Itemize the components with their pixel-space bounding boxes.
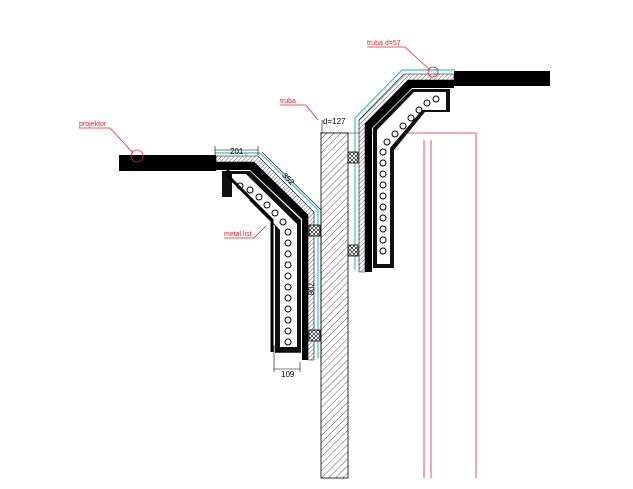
left-lattice-circles: [236, 182, 292, 346]
dim-708: 708: [306, 282, 315, 296]
dim-d127: d=127: [323, 117, 346, 126]
left-clamp-upper: [308, 224, 321, 237]
label-metal-list: metal list: [224, 231, 252, 238]
label-truba: truba: [280, 98, 296, 105]
right-bracket: [347, 69, 550, 273]
right-projector-arm: [454, 71, 550, 86]
right-clamp-upper: [347, 151, 359, 164]
dim-201: 201: [230, 147, 244, 156]
right-clamp-lower: [347, 244, 359, 257]
dim-109: 109: [281, 370, 295, 379]
label-projektor: projektor: [79, 121, 107, 128]
label-truba-d57: truba d=57: [367, 40, 401, 47]
left-clamp-lower: [308, 329, 321, 342]
annotation-leaders: [79, 46, 439, 239]
left-projector-arm: [119, 155, 216, 171]
right-lattice-circles: [379, 95, 440, 255]
dimension-lines: [214, 120, 323, 372]
left-bracket: [119, 152, 321, 361]
main-pipe: [320, 132, 349, 479]
